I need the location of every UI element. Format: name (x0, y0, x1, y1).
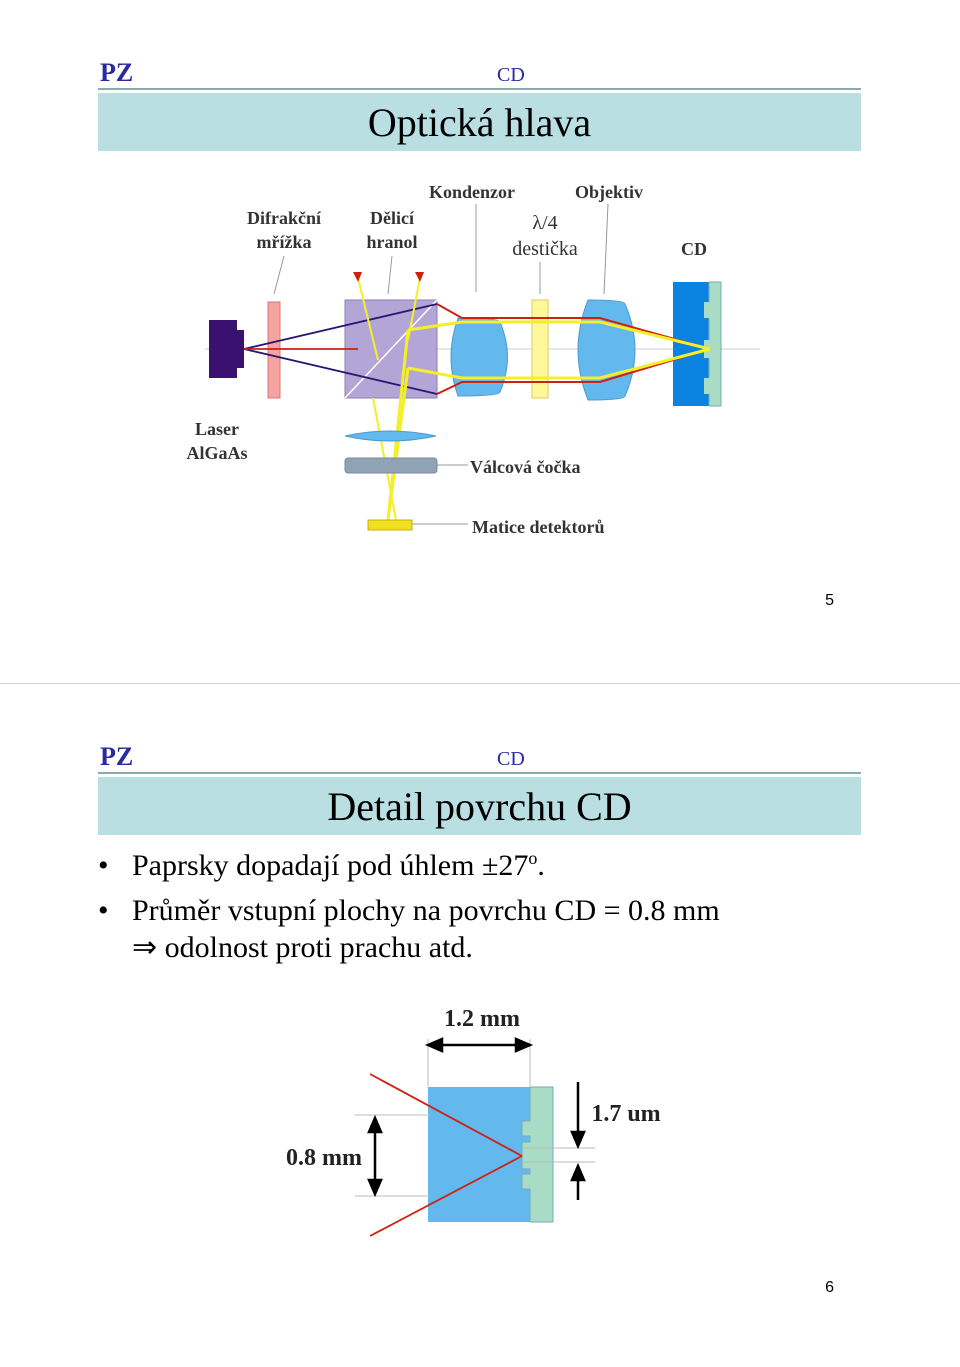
depth-dimension-arrow (570, 1082, 586, 1200)
label-depth: 1.7 um (591, 1101, 660, 1127)
brand-label: PZ (100, 58, 134, 87)
degree-sup: o (528, 848, 538, 868)
bullet-angle-tail: . (537, 849, 545, 882)
label-width: 1.2 mm (444, 1006, 520, 1032)
page-number: 6 (825, 1279, 834, 1296)
brand-label: PZ (100, 742, 134, 771)
detector-array-shape (367, 519, 413, 531)
bullet-angle-text: Paprsky dopadají pod úhlem ±27 (132, 849, 529, 882)
laser-shape (209, 320, 244, 378)
cd-substrate-shape (428, 1087, 530, 1222)
beam-upper (369, 1073, 523, 1157)
width-dimension-arrow (424, 1037, 534, 1053)
label-objective: Objektiv (575, 182, 643, 202)
topic-label: CD (497, 64, 525, 86)
label-prism-1: Dělicí (370, 208, 415, 228)
bullet-dot: • (98, 849, 109, 882)
label-cylindrical-lens: Válcová čočka (470, 457, 580, 477)
cylindrical-lens-shape (344, 430, 437, 442)
label-prism-2: hranol (366, 232, 417, 252)
slide-title: Optická hlava (367, 100, 592, 145)
bullet-dot: • (98, 894, 109, 927)
label-grating-2: mřížka (257, 232, 312, 252)
implication-line: ⇒ odolnost proti prachu atd. (132, 931, 473, 964)
topic-label: CD (497, 748, 525, 770)
label-detector-array: Matice detektorů (472, 517, 604, 537)
header-rule (98, 772, 861, 774)
cd-disc-shape (673, 281, 722, 407)
label-grating-1: Difrakční (247, 208, 322, 228)
cd-surface-diagram: 1.2 mm 0.8 mm 1.7 um (286, 1006, 661, 1237)
label-condenser: Kondenzor (429, 182, 515, 202)
bullet-diameter-text: Průměr vstupní plochy na povrchu CD = 0.… (132, 894, 720, 927)
beam-lower (369, 1155, 523, 1237)
slide-title: Detail povrchu CD (327, 784, 632, 829)
slide-optical-head: PZ CD Optická hlava (0, 0, 960, 683)
page-number: 5 (825, 592, 834, 609)
label-spot: 0.8 mm (286, 1145, 362, 1171)
beam-splitter-prism-shape (344, 299, 438, 399)
diffraction-grating-shape (267, 301, 281, 399)
label-quarter-wave-1: λ/4 (532, 212, 557, 234)
label-quarter-wave-2: destička (512, 238, 578, 260)
objective-lens-shape (577, 299, 636, 401)
label-laser-2: AlGaAs (186, 443, 247, 463)
bullet-angle: • Paprsky dopadají pod úhlem ±27o. (98, 848, 545, 883)
label-laser-1: Laser (195, 419, 239, 439)
title-bar: Optická hlava (98, 93, 861, 151)
cylindrical-lens-base (344, 457, 438, 474)
title-bar: Detail povrchu CD (98, 777, 861, 835)
cd-protective-layer-shape (521, 1086, 554, 1223)
header-rule (98, 88, 861, 90)
spot-dimension-arrow (367, 1114, 383, 1198)
label-cd: CD (681, 239, 707, 259)
optical-head-diagram: Difrakční mřížka Dělicí hranol Kondenzor… (186, 182, 760, 537)
slide-separator (0, 683, 960, 684)
leader-lines (273, 203, 609, 525)
bullet-diameter: • Průměr vstupní plochy na povrchu CD = 0… (98, 894, 720, 928)
slide-cd-surface: PZ CD Detail povrchu CD • Paprsky dopadaj… (0, 684, 960, 1367)
quarter-wave-plate-shape (531, 299, 549, 399)
